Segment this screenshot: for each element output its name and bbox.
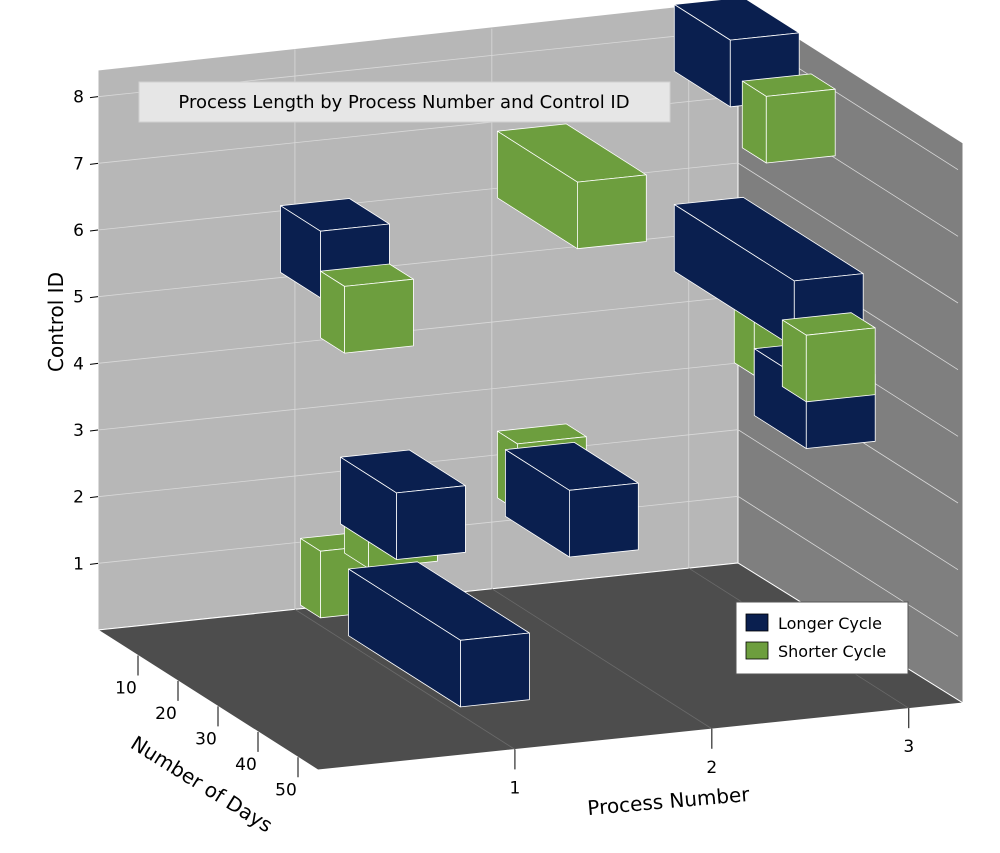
bar-longer-cycle [340,449,466,560]
x-axis-title: Process Number [586,782,751,820]
bar-side-face [300,538,321,619]
z-tick-label: 4 [73,354,84,374]
z-tick-mark [89,229,99,232]
y-tick-label: 40 [235,755,257,775]
bar-front-face [460,632,530,708]
z-tick-label: 7 [73,154,84,174]
x-tick-label: 3 [903,737,914,757]
z-tick-label: 1 [73,554,84,574]
z-tick-label: 5 [73,288,84,308]
z-tick-label: 2 [73,488,84,508]
y-tick-label: 20 [155,704,177,724]
z-tick-mark [89,496,99,499]
bar-front-face [396,485,466,560]
axis-ticks: 1 2 3 4 5 6 7 8 1 2 3 10 20 30 40 50 [73,88,914,801]
legend-swatch-longer [745,613,769,632]
z-gridline [97,429,959,571]
legend-swatch-shorter [745,641,769,660]
bar-shorter-cycle [320,263,414,354]
bar-front-face [577,174,647,250]
chart-title-background [138,81,671,123]
bar-shorter-cycle [741,73,836,164]
y-tick-label: 30 [195,729,217,749]
bar-front-face [344,278,414,354]
bar-front-face [569,482,639,558]
bar-front-face [765,88,836,164]
x-tick-label: 2 [706,758,717,778]
y-tick-label: 50 [275,780,297,800]
x-floor-gridline [294,609,516,750]
chart-title-box: Process Length by Process Number and Con… [138,81,671,123]
z-tick-mark [89,96,99,99]
z-tick-mark [89,296,99,299]
z-tick-label: 6 [73,221,84,241]
y-tick-label: 10 [115,678,137,698]
x-tick-label: 1 [510,778,521,798]
bar-longer-cycle [348,561,530,708]
z-axis-title: Control ID [44,272,68,372]
legend: Longer Cycle Shorter Cycle [735,601,909,675]
z-tick-mark [89,162,99,165]
chart-title: Process Length by Process Number and Con… [178,92,629,113]
z-tick-mark [89,562,99,565]
legend-label-longer: Longer Cycle [778,614,882,633]
legend-box [735,601,909,675]
x-floor-gridline [491,588,713,730]
z-tick-label: 3 [73,421,84,441]
bars [280,0,876,708]
legend-label-shorter: Shorter Cycle [778,642,886,661]
z-tick-mark [89,362,99,365]
bar-shorter-cycle [496,123,647,250]
bar-front-face [805,327,876,403]
bar-shorter-cycle [781,312,876,403]
z-tick-mark [89,429,99,432]
bar-longer-cycle [504,441,639,558]
z-tick-label: 8 [73,88,84,108]
